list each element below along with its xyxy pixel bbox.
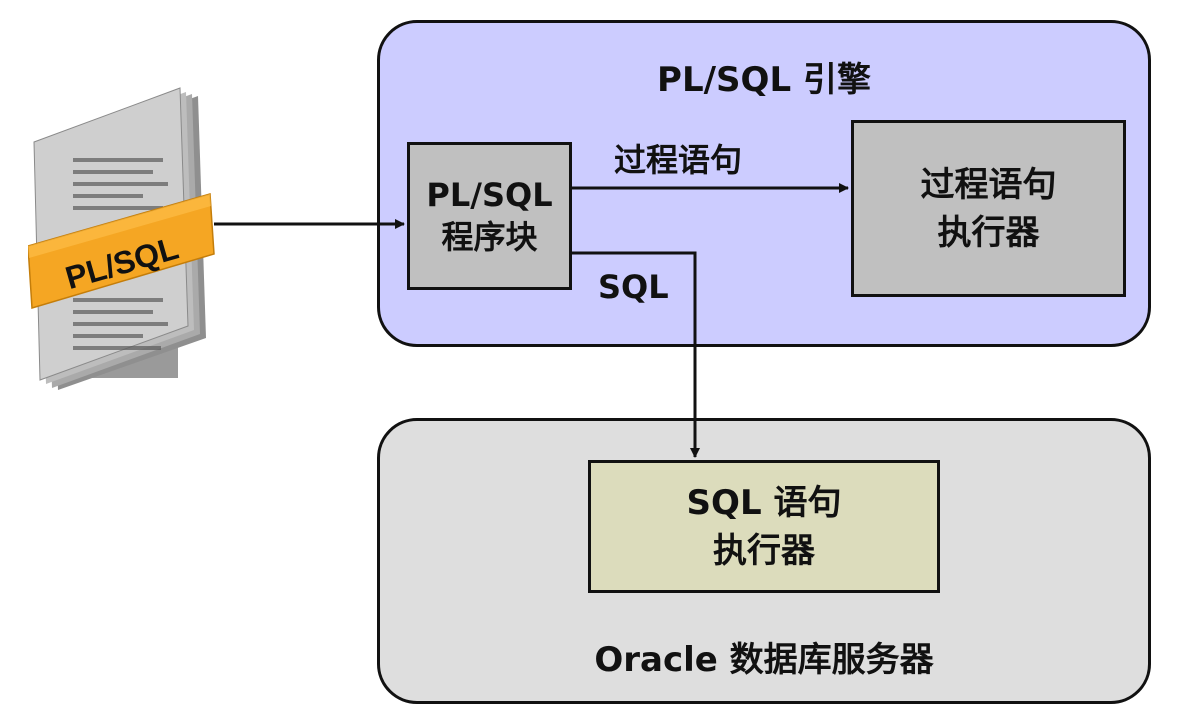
engine-title: PL/SQL 引擎 <box>657 60 871 100</box>
sql-executor-box: SQL 语句 执行器 <box>588 460 940 593</box>
proc-exec-line2: 执行器 <box>937 212 1040 253</box>
sql-label: SQL <box>598 268 669 306</box>
procedural-executor-box: 过程语句 执行器 <box>851 120 1126 297</box>
proc-exec-line1: 过程语句 <box>920 164 1057 205</box>
block-line1: PL/SQL <box>426 176 553 214</box>
plsql-block-box: PL/SQL 程序块 <box>407 142 572 290</box>
sql-exec-line2: 执行器 <box>713 530 815 571</box>
server-title: Oracle 数据库服务器 <box>594 640 934 680</box>
procedural-statement-label: 过程语句 <box>614 141 743 179</box>
block-line2: 程序块 <box>441 218 538 256</box>
sql-exec-line1: SQL 语句 <box>686 482 842 523</box>
plsql-document-icon: PL/SQL <box>28 87 215 390</box>
